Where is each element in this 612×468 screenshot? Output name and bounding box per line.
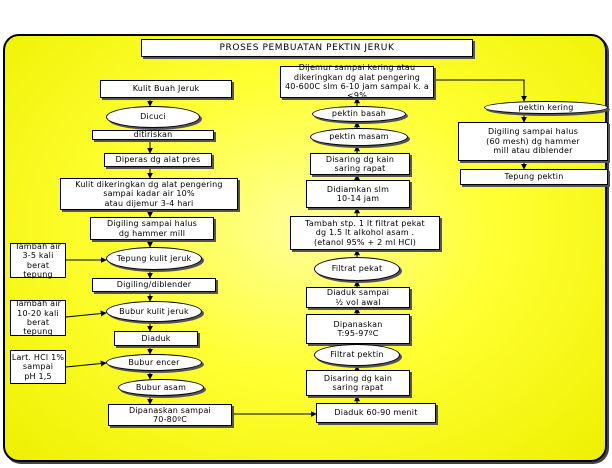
pektin-basah-oval: pektin basah [312, 106, 406, 122]
dipanaskan-box: Dipanaskan sampai 70-80ºC [108, 404, 232, 426]
dijemur-box: Dijemur sampai kering atau dikeringkan d… [280, 63, 434, 100]
bubur-asam-oval: Bubur asam [118, 379, 204, 396]
tambah-alkohol-box: Tambah stp. 1 lt filtrat pekat dg 1.5 lt… [290, 216, 440, 250]
tambah-air-3-5-note: Tambah air 3-5 kali berat tepung [10, 242, 66, 279]
digiling-60-mesh-box: Digiling sampai halus (60 mesh) dg hamme… [458, 122, 608, 161]
diaduk-60-90-box: Diaduk 60-90 menit [316, 403, 436, 423]
pektin-kering-oval: pektin kering [484, 101, 608, 114]
tepung-pektin-box: Tepung pektin [460, 169, 608, 185]
pektin-masam-oval: pektin masam [310, 128, 408, 146]
page-title: PROSES PEMBUATAN PEKTIN JERUK [141, 39, 473, 57]
dipanaskan-suhu-box: Dipanaskan T:95-97ºC [306, 314, 410, 344]
diaduk-box: Diaduk [114, 331, 198, 346]
disaring-top-box: Disaring dg kain saring rapat [310, 153, 410, 175]
diaduk-setengah-box: Diaduk sampai ½ vol awal [306, 287, 410, 308]
kulit-buah-jeruk-box: Kulit Buah Jeruk [100, 80, 232, 98]
filtrat-pekat-oval: Filtrat pekat [314, 257, 400, 281]
disaring-bottom-box: Disaring dg kain saring rapat [306, 370, 410, 396]
ditiriskan-box: ditiriskan [92, 130, 214, 140]
tambah-air-10-20-note: Tambah air 10-20 kali berat tepung [10, 299, 66, 336]
tepung-kulit-oval: Tepung kulit jeruk [106, 247, 202, 270]
digiling-hammer-box: Digiling sampai halus dg hammer mill [90, 217, 214, 240]
hcl-note: Lart. HCl 1% sampai pH 1,5 [10, 350, 66, 384]
filtrat-pektin-oval: Filtrat pektin [314, 344, 400, 366]
digiling-blender-box: Digiling/diblender [92, 278, 216, 292]
dicuci-oval: Dicuci [106, 106, 200, 128]
bubur-kulit-oval: Bubur kulit jeruk [106, 301, 202, 322]
dikeringkan-box: Kulit dikeringkan dg alat pengering samp… [60, 178, 238, 210]
bubur-encer-oval: Bubur encer [106, 354, 202, 371]
diperas-box: Diperas dg alat pres [104, 153, 212, 167]
didiamkan-box: Didiamkan slm 10-14 jam [306, 180, 410, 208]
